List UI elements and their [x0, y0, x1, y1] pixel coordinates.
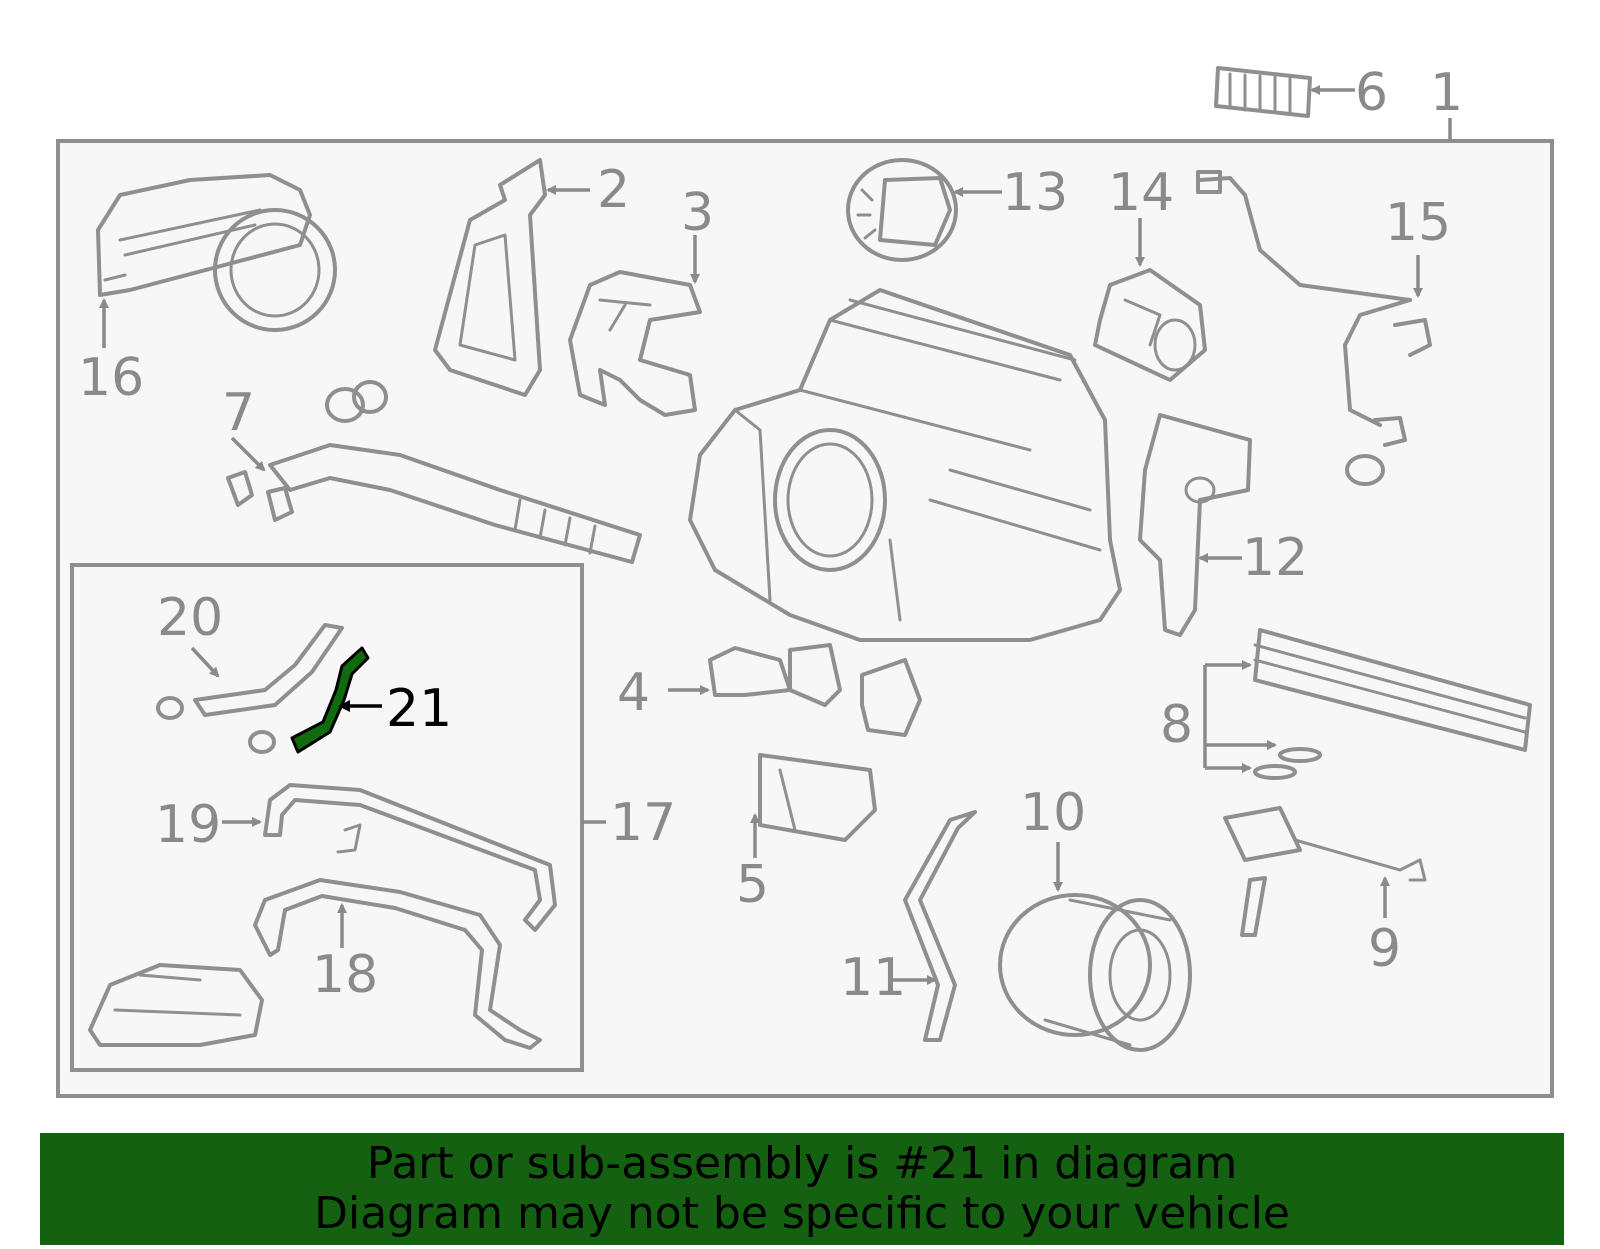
callout-6: 6: [1355, 63, 1388, 123]
callout-19: 19: [155, 795, 221, 855]
part-14-actuator: [1093, 268, 1207, 382]
callout-2: 2: [597, 160, 630, 220]
part-13-actuator: [846, 158, 958, 262]
parts-diagram: 1 2 3 4 5 6 7 8 9 10 11 12 13 14 15 16 1…: [56, 63, 1554, 1098]
callout-21: 21: [386, 679, 452, 739]
callout-5: 5: [736, 855, 769, 915]
part-5-cover: [758, 753, 877, 842]
banner-disclaimer-line: Diagram may not be specific to your vehi…: [314, 1188, 1290, 1239]
callout-20: 20: [157, 588, 223, 648]
callout-18: 18: [312, 945, 378, 1005]
callout-13: 13: [1002, 163, 1068, 223]
callout-10: 10: [1020, 783, 1086, 843]
callout-11: 11: [840, 948, 906, 1008]
part-2-bracket: [433, 158, 547, 397]
part-11-drain-tube: [903, 810, 977, 1042]
callout-16: 16: [78, 348, 144, 408]
callout-4: 4: [617, 663, 650, 723]
callout-14: 14: [1108, 163, 1174, 223]
part-7-duct: [226, 380, 642, 564]
part-6-filter: [1214, 66, 1312, 118]
callout-15: 15: [1385, 193, 1451, 253]
part-21-hose: [290, 646, 370, 754]
callout-8: 8: [1160, 695, 1193, 755]
part-12-panel: [1138, 413, 1252, 637]
part-8-heater-core: [1253, 628, 1532, 780]
part-16-blower-case: [96, 173, 337, 332]
callout-12: 12: [1242, 528, 1308, 588]
callout-9: 9: [1368, 919, 1401, 979]
part-15-wire-harness: [1196, 170, 1432, 486]
callout-7: 7: [222, 383, 255, 443]
callout-1: 1: [1430, 63, 1463, 123]
part-20-pipe: [156, 623, 344, 754]
banner-part-line: Part or sub-assembly is #21 in diagram: [366, 1138, 1238, 1189]
hvac-module: [688, 288, 1122, 642]
part-4-bracket: [708, 643, 922, 737]
callout-3: 3: [681, 183, 714, 243]
callout-17: 17: [610, 793, 676, 853]
part-3-bracket: [568, 270, 702, 417]
part-9-sensor: [1223, 806, 1427, 937]
part-19-pipe: [263, 783, 557, 932]
part-18-pipe: [88, 878, 542, 1050]
info-banner: Part or sub-assembly is #21 in diagram D…: [40, 1133, 1564, 1245]
part-10-blower-motor: [998, 893, 1192, 1052]
